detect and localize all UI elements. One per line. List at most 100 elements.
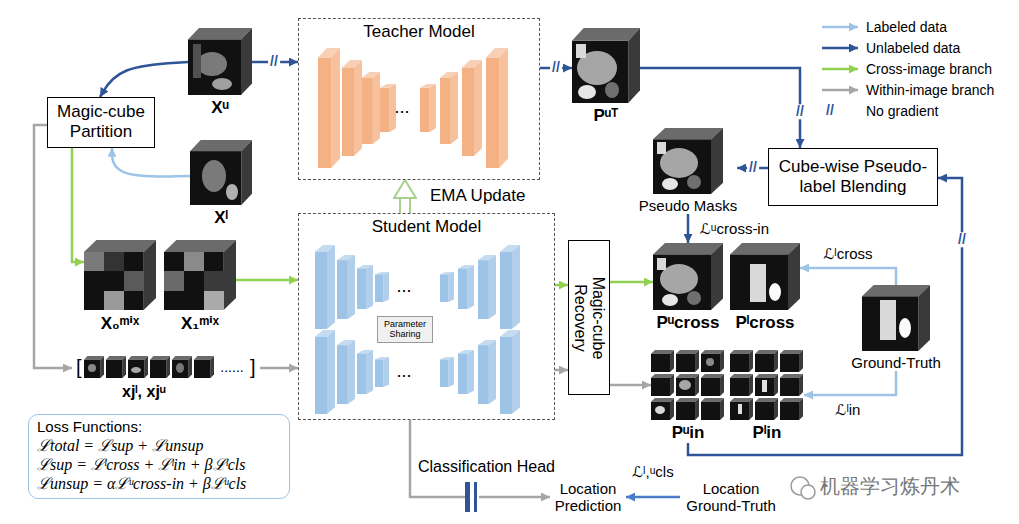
- illustration-part: [762, 380, 767, 392]
- illustration-part: [701, 374, 724, 396]
- illustration-part: [486, 48, 508, 168]
- illustration-part: [164, 271, 184, 291]
- illustration-part: [701, 398, 724, 420]
- connector: [236, 280, 298, 281]
- no-gradient-mark: //: [747, 160, 759, 175]
- loss-box: Loss Functions:ℒtotal = ℒsup + ℒunsupℒsu…: [28, 414, 290, 499]
- illustration-part: [197, 52, 227, 76]
- edge-label: ℒˡ,ᵘcls: [630, 464, 675, 481]
- process-box: Magic-cube Partition: [47, 97, 155, 148]
- illustration-part: [676, 350, 699, 372]
- edge-label: EMA Update: [428, 187, 527, 206]
- illustration-part: [375, 272, 389, 302]
- teacher-network: [318, 48, 508, 168]
- illustration-part: [676, 398, 699, 420]
- connector-line: [610, 384, 651, 387]
- volume-image: Pᵘᵀ: [572, 28, 640, 126]
- volume-image: Pˡcross: [730, 243, 800, 333]
- illustration-part: [315, 330, 335, 414]
- student-network: [315, 245, 520, 414]
- illustration-part: [730, 350, 753, 372]
- node-text: Classification Head: [418, 458, 555, 476]
- node-body-text: ℒsup = ℒˡcross + ℒˡin + βℒˡcls: [37, 455, 281, 474]
- edge-label: ℒˡin: [834, 402, 863, 419]
- ellipsis: ...: [396, 277, 411, 295]
- illustration-part: [212, 78, 232, 90]
- volume-image: Xᵘ: [188, 28, 252, 118]
- node-text: Cube-wise Pseudo-label Blending: [775, 157, 931, 198]
- volume-area: [730, 350, 804, 420]
- connector: [100, 62, 188, 97]
- connector-line: [236, 279, 298, 282]
- process-box: Magic-cube Recovery: [568, 240, 610, 395]
- edge-label: ℒᵘcross-in: [698, 221, 771, 238]
- connector-line: [688, 178, 962, 455]
- illustration-part: [420, 84, 436, 132]
- volume-area: [862, 285, 930, 351]
- model-group: Teacher Model: [298, 18, 540, 180]
- volume-area: [730, 243, 800, 310]
- connector: [804, 371, 896, 395]
- node-text: Xˡ: [214, 208, 228, 228]
- illustration-part: [780, 398, 803, 420]
- illustration-part: [653, 243, 723, 310]
- no-gradient-mark: //: [826, 103, 834, 117]
- illustration-part: [572, 28, 640, 103]
- volume-area: [653, 128, 723, 194]
- illustration-part: [88, 364, 96, 372]
- illustration-part: [769, 283, 781, 301]
- volume-image: Pˡin: [730, 350, 804, 443]
- text-node: Location Prediction: [550, 480, 626, 515]
- illustration-part: [440, 72, 458, 144]
- model-group: Student ModelParameter Sharing: [298, 213, 555, 420]
- volume-area: [653, 243, 723, 310]
- connector-line: [640, 68, 800, 148]
- illustration-part: [104, 252, 124, 271]
- connector: [610, 385, 651, 386]
- illustration-part: [337, 340, 355, 404]
- legend-swatch: [822, 47, 858, 50]
- illustration-part: [655, 406, 665, 414]
- illustration-part: [172, 356, 192, 378]
- node-text: Pseudo Masks: [639, 197, 737, 214]
- illustration-part: [194, 356, 214, 378]
- ellipsis: ...: [394, 98, 409, 116]
- illustration-part: [337, 255, 355, 319]
- connector-line: [687, 214, 690, 243]
- illustration-part: [687, 175, 701, 189]
- node-text: Magic-cube Partition: [54, 102, 148, 143]
- illustration-part: [657, 258, 666, 270]
- legend-text: Cross-image branch: [866, 61, 992, 77]
- node-text: Parameter Sharing: [380, 319, 430, 340]
- node-body-text: ℒtotal = ℒsup + ℒunsup: [37, 436, 281, 455]
- illustration-part: [193, 44, 201, 78]
- illustration-part: [651, 374, 674, 396]
- connector-line: [610, 281, 653, 284]
- illustration-part: [662, 178, 678, 190]
- illustration-part: [653, 128, 723, 194]
- illustration-part: [880, 300, 896, 340]
- illustration-part: [188, 28, 252, 95]
- connector-line: [112, 148, 190, 177]
- illustration-part: [204, 271, 224, 291]
- connector: [688, 214, 689, 243]
- connector: [34, 125, 72, 368]
- illustration-part: [738, 404, 742, 414]
- illustration-part: [124, 271, 144, 291]
- illustration-part: [500, 330, 520, 414]
- illustration-part: [440, 272, 454, 302]
- no-gradient-mark: //: [268, 54, 280, 69]
- illustration-part: [440, 357, 454, 387]
- volume-image: Ground-Truth: [851, 285, 940, 371]
- illustration-part: [578, 85, 596, 99]
- volume-area: [190, 140, 252, 205]
- illustration-part: [131, 367, 141, 373]
- connector-line: [800, 268, 896, 285]
- node-text: Pᵘᵀ: [594, 106, 619, 126]
- illustration-part: [750, 264, 766, 302]
- volume-image: Pseudo Masks: [639, 128, 737, 214]
- classification-head: Classification Head: [465, 482, 479, 512]
- connector: [555, 370, 568, 371]
- illustration-part: [357, 350, 373, 394]
